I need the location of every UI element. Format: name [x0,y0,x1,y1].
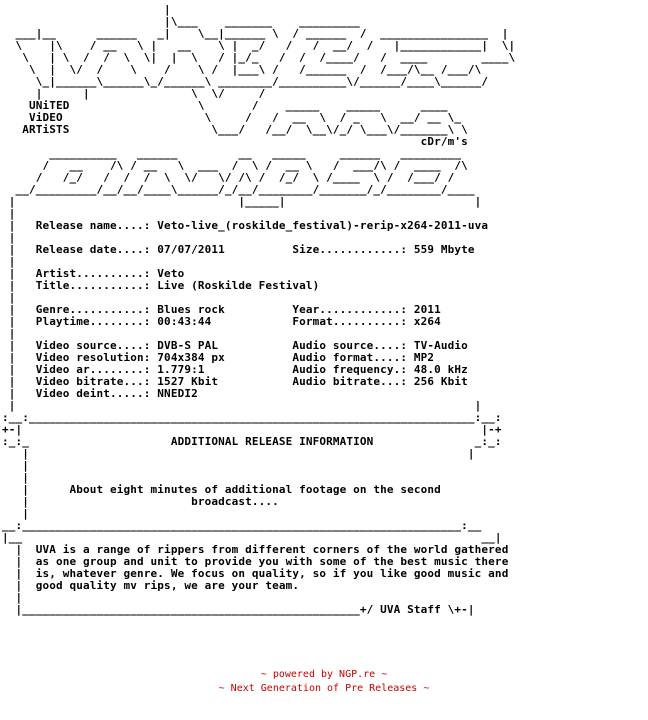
powered-by-credit: ~ powered by NGP.re ~ [260,669,388,680]
nfo-text: | |\___ _______ _________ ___|__ ______ … [2,3,516,616]
ngp-tagline: ~ Next Generation of Pre Releases ~ [218,683,430,694]
